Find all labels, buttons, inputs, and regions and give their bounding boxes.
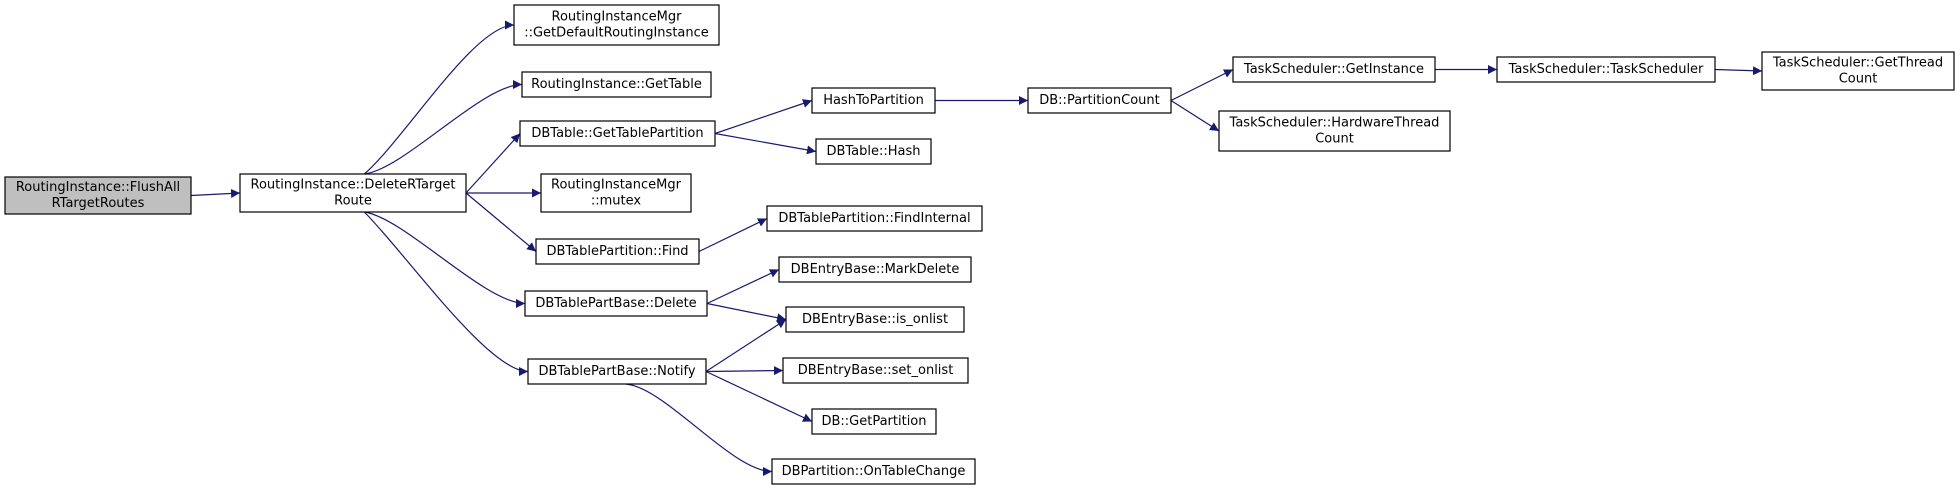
node-label: Route xyxy=(334,194,372,209)
node-label: RTargetRoutes xyxy=(52,196,145,211)
node-label: DBTablePartBase::Notify xyxy=(538,364,695,379)
node-label: DBPartition::OnTableChange xyxy=(782,464,966,479)
node-getdefault[interactable]: RoutingInstanceMgr::GetDefaultRoutingIns… xyxy=(513,4,720,46)
edge-partcount-to-tsgetinst xyxy=(1170,68,1234,102)
edge-tpbnotify-to-setonlist xyxy=(705,366,784,376)
node-label: TaskScheduler::GetInstance xyxy=(1243,62,1424,77)
node-box xyxy=(766,205,983,232)
node-box xyxy=(815,138,932,165)
edge-dbtpfind-to-findinternal xyxy=(698,217,768,253)
edge-deletert-to-tpbnotify xyxy=(363,211,529,376)
node-box xyxy=(778,256,972,283)
node-box xyxy=(785,306,965,333)
node-gettablepart[interactable]: DBTable::GetTablePartition xyxy=(519,120,716,147)
node-box xyxy=(239,173,467,213)
edge-deletert-to-getdefault xyxy=(363,20,515,175)
node-box xyxy=(1232,56,1436,83)
edge-tsctor-to-tsgetthread xyxy=(1714,66,1763,76)
node-tsctor[interactable]: TaskScheduler::TaskScheduler xyxy=(1496,56,1716,83)
node-label: ::mutex xyxy=(591,194,642,209)
node-box xyxy=(540,173,692,213)
node-dbtpfind[interactable]: DBTablePartition::Find xyxy=(535,238,700,265)
node-box xyxy=(519,120,716,147)
node-markdelete[interactable]: DBEntryBase::MarkDelete xyxy=(778,256,972,283)
node-label: DBTable::Hash xyxy=(826,144,920,159)
node-partcount[interactable]: DB::PartitionCount xyxy=(1027,87,1172,114)
node-isonlist[interactable]: DBEntryBase::is_onlist xyxy=(785,306,965,333)
edge-deletert-to-gettable xyxy=(364,80,523,175)
node-label: ::GetDefaultRoutingInstance xyxy=(524,26,709,41)
edge-tpbdelete-to-isonlist xyxy=(706,302,787,323)
node-box xyxy=(513,4,720,46)
node-gettable[interactable]: RoutingInstance::GetTable xyxy=(521,71,712,98)
node-getpartition[interactable]: DB::GetPartition xyxy=(811,408,937,435)
node-label: TaskScheduler::TaskScheduler xyxy=(1508,62,1704,77)
node-label: Count xyxy=(1315,132,1354,147)
edge-deletert-to-gettablepart xyxy=(465,133,521,194)
edge-deletert-to-dbtpfind xyxy=(465,192,537,252)
node-label: DBTablePartition::Find xyxy=(546,244,688,259)
edge-flush-to-deletert xyxy=(190,188,241,198)
node-label: RoutingInstanceMgr xyxy=(552,10,683,25)
node-box xyxy=(811,87,936,114)
node-box xyxy=(771,458,976,485)
node-box xyxy=(527,358,707,385)
node-dbtablehash[interactable]: DBTable::Hash xyxy=(815,138,932,165)
edge-tpbnotify-to-ontablechange xyxy=(625,383,773,476)
node-label: RoutingInstance::FlushAll xyxy=(16,180,180,195)
node-box xyxy=(1496,56,1716,83)
node-label: Count xyxy=(1839,72,1878,87)
node-hashtopart[interactable]: HashToPartition xyxy=(811,87,936,114)
node-box xyxy=(524,290,708,317)
node-label: HashToPartition xyxy=(823,93,924,108)
edge-partcount-to-tshwthread xyxy=(1170,99,1220,132)
node-label: DBTablePartBase::Delete xyxy=(535,296,696,311)
node-box xyxy=(1027,87,1172,114)
edge-gettablepart-to-dbtablehash xyxy=(714,132,817,155)
edge-tpbnotify-to-getpartition xyxy=(705,370,813,423)
node-box xyxy=(521,71,712,98)
node-label: TaskScheduler::HardwareThread xyxy=(1229,116,1440,131)
node-tpbdelete[interactable]: DBTablePartBase::Delete xyxy=(524,290,708,317)
node-box xyxy=(811,408,937,435)
node-tpbnotify[interactable]: DBTablePartBase::Notify xyxy=(527,358,707,385)
call-nodes: RoutingInstance::FlushAllRTargetRoutesRo… xyxy=(4,4,1955,485)
edge-gettablepart-to-hashtopart xyxy=(714,99,813,135)
node-label: DBEntryBase::set_onlist xyxy=(798,363,954,378)
node-ontablechange[interactable]: DBPartition::OnTableChange xyxy=(771,458,976,485)
node-findinternal[interactable]: DBTablePartition::FindInternal xyxy=(766,205,983,232)
edge-tpbdelete-to-markdelete xyxy=(706,268,780,305)
node-tsgetinst[interactable]: TaskScheduler::GetInstance xyxy=(1232,56,1436,83)
node-label: DBTablePartition::FindInternal xyxy=(778,211,970,226)
node-box xyxy=(1761,51,1955,91)
edge-deletert-to-tpbdelete xyxy=(364,211,526,308)
node-label: TaskScheduler::GetThread xyxy=(1772,56,1943,71)
node-box xyxy=(1218,110,1451,152)
node-label: RoutingInstance::GetTable xyxy=(531,77,702,92)
node-label: RoutingInstance::DeleteRTarget xyxy=(251,178,456,193)
node-label: DBTable::GetTablePartition xyxy=(531,126,703,141)
node-label: DB::PartitionCount xyxy=(1039,93,1159,108)
node-mgrmutex[interactable]: RoutingInstanceMgr::mutex xyxy=(540,173,692,213)
call-edges xyxy=(190,20,1763,476)
node-label: RoutingInstanceMgr xyxy=(551,178,682,193)
node-box xyxy=(782,357,969,384)
node-label: DBEntryBase::MarkDelete xyxy=(791,262,960,277)
node-box xyxy=(4,176,192,215)
edge-tpbnotify-to-isonlist xyxy=(705,318,787,373)
node-setonlist[interactable]: DBEntryBase::set_onlist xyxy=(782,357,969,384)
node-label: DBEntryBase::is_onlist xyxy=(802,312,948,327)
node-box xyxy=(535,238,700,265)
node-label: DB::GetPartition xyxy=(821,414,926,429)
